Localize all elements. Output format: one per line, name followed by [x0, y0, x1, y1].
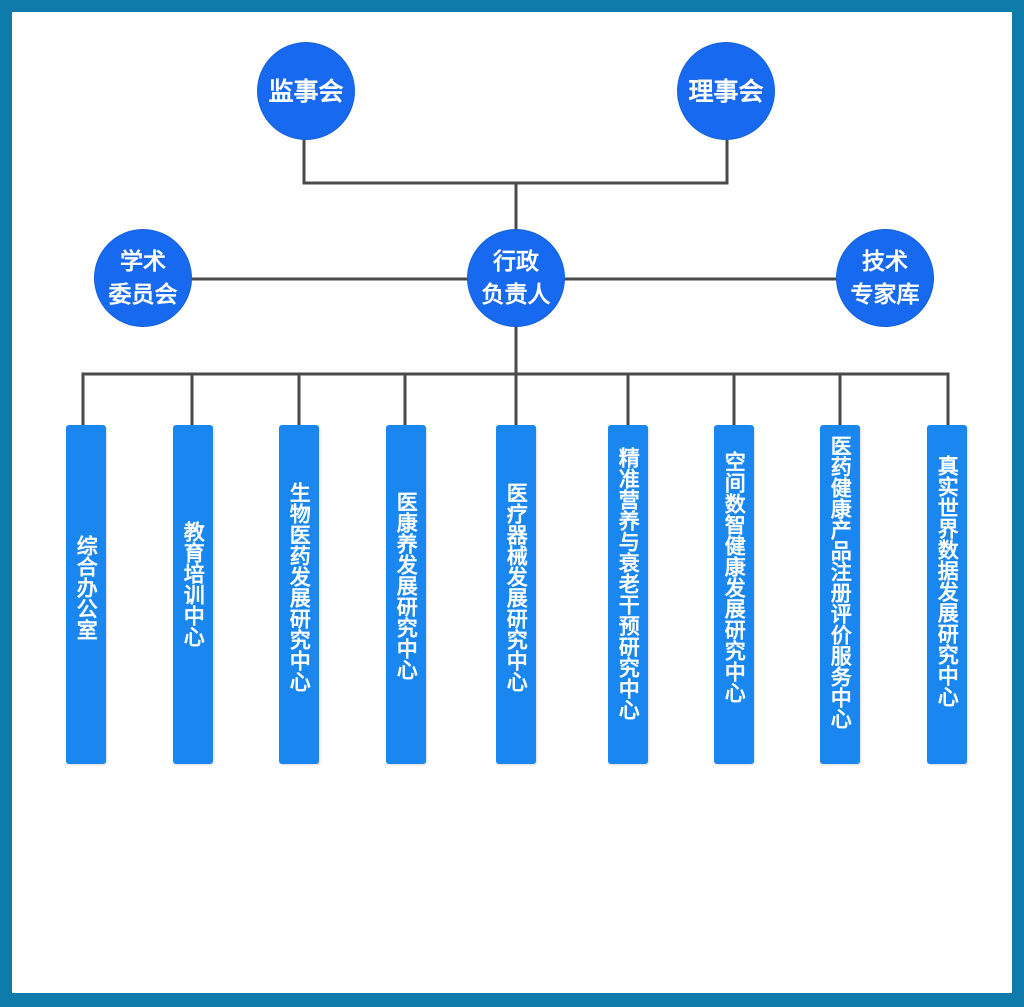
department-medical-devices: 医疗器械发展研究中心	[496, 425, 536, 764]
expert-pool-label-line1: 技术	[862, 248, 908, 275]
administrative-head-label-line2: 负责人	[481, 281, 551, 308]
council-node: 理事会	[678, 43, 774, 139]
department-label: 教育培训中心	[181, 521, 207, 647]
administrative-head-node: 行政 负责人	[468, 230, 564, 326]
department-label: 精准营养与衰老干预研究中心	[616, 447, 642, 720]
department-label: 医疗器械发展研究中心	[504, 482, 530, 692]
department-label: 生物医药发展研究中心	[287, 482, 313, 692]
academic-committee-label-line1: 学术	[120, 248, 166, 275]
academic-committee-node: 学术 委员会	[95, 230, 191, 326]
department-biomedicine: 生物医药发展研究中心	[279, 425, 319, 764]
department-real-world-data: 真实世界数据发展研究中心	[927, 425, 967, 764]
department-label: 真实世界数据发展研究中心	[935, 455, 961, 707]
expert-pool-label-line2: 专家库	[850, 281, 920, 308]
department-label: 医药健康产品注册评价服务中心	[828, 435, 854, 729]
supervisory-board-node: 监事会	[258, 43, 354, 139]
department-precision-nutrition: 精准营养与衰老干预研究中心	[608, 425, 648, 764]
department-label: 医康养发展研究中心	[394, 491, 420, 680]
academic-committee-label-line2: 委员会	[108, 281, 178, 308]
expert-pool-node: 技术 专家库	[837, 230, 933, 326]
department-medical-health-care: 医康养发展研究中心	[386, 425, 426, 764]
department-label: 综合办公室	[74, 535, 100, 640]
department-general-office: 综合办公室	[66, 425, 106, 764]
department-education-training: 教育培训中心	[173, 425, 213, 764]
department-product-registration: 医药健康产品注册评价服务中心	[820, 425, 860, 764]
department-label: 空间数智健康发展研究中心	[722, 451, 748, 703]
department-space-digital-health: 空间数智健康发展研究中心	[714, 425, 754, 764]
supervisory-board-label: 监事会	[268, 76, 344, 106]
council-label: 理事会	[688, 76, 764, 106]
administrative-head-label-line1: 行政	[493, 248, 539, 275]
